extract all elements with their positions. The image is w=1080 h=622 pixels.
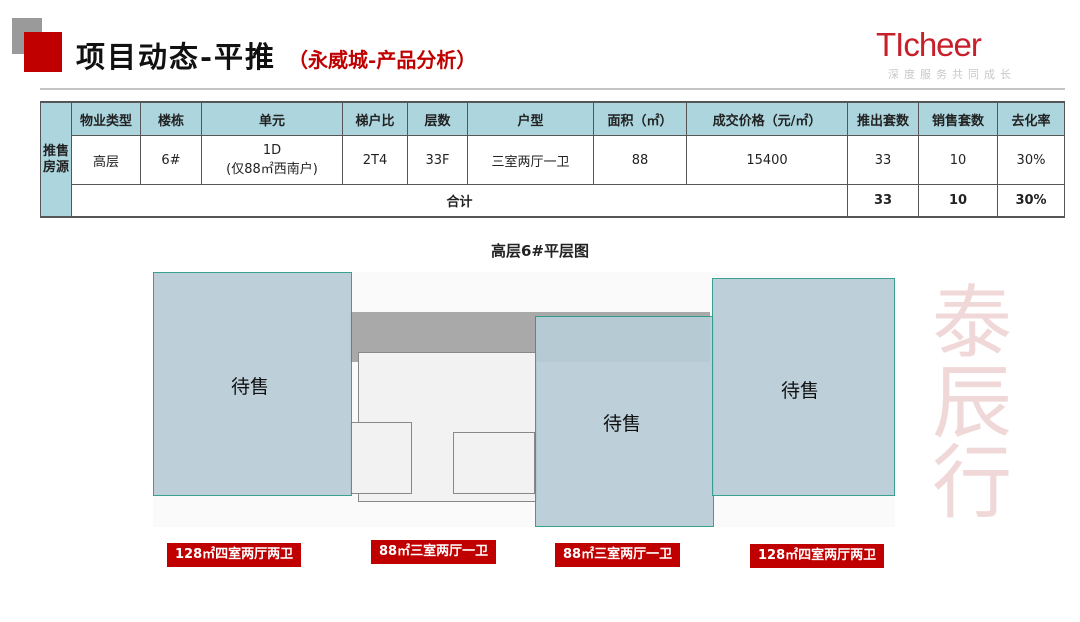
floor-plan: 待售 待售 待售 <box>153 272 895 527</box>
col-header: 单元 <box>201 101 343 136</box>
unit-tag: 88㎡三室两厅一卫 <box>371 540 497 564</box>
col-header: 物业类型 <box>71 101 141 136</box>
total-label: 合计 <box>71 184 848 218</box>
unit-128-right <box>712 278 895 496</box>
cell-floors: 33F <box>407 135 468 185</box>
watermark: 泰辰行 <box>919 280 1012 520</box>
unit-note: (仅88㎡西南户) <box>226 162 318 177</box>
divider <box>40 88 1065 90</box>
unit-value: 1D <box>262 143 282 158</box>
side-label: 推售房源 <box>40 101 72 218</box>
cell-price: 15400 <box>686 135 848 185</box>
title-bar: 项目动态-平推 （永威城-产品分析） <box>76 34 476 76</box>
cell-rate: 30% <box>997 135 1065 185</box>
cell-sold: 10 <box>918 135 998 185</box>
col-header: 去化率 <box>997 101 1065 136</box>
unit-tag: 128㎡四室两厅两卫 <box>750 544 885 568</box>
cell-ratio: 2T4 <box>342 135 408 185</box>
page-subtitle: （永威城-产品分析） <box>288 48 477 72</box>
col-header: 户型 <box>467 101 594 136</box>
cell-layout: 三室两厅一卫 <box>467 135 594 185</box>
logo: TIcheer <box>876 26 982 63</box>
total-rate: 30% <box>997 184 1065 218</box>
unit-tag: 88㎡三室两厅一卫 <box>555 543 681 567</box>
col-header: 推出套数 <box>847 101 919 136</box>
col-header: 梯户比 <box>342 101 408 136</box>
unit-tag: 128㎡四室两厅两卫 <box>167 543 302 567</box>
total-row: 合计 33 10 30% <box>41 184 1065 218</box>
logo-slogan: 深度服务共同成长 <box>888 68 1016 81</box>
status-label: 待售 <box>781 380 820 402</box>
cell-launched: 33 <box>847 135 919 185</box>
unit-128-left <box>153 272 352 496</box>
page-title: 项目动态-平推 <box>76 40 277 74</box>
sales-table: 推售房源 物业类型 楼栋 单元 梯户比 层数 户型 面积（㎡） 成交价格（元/㎡… <box>40 101 1065 218</box>
cell-unit: 1D (仅88㎡西南户) <box>201 135 343 185</box>
col-header: 面积（㎡） <box>593 101 687 136</box>
cell-area: 88 <box>593 135 687 185</box>
table-row: 高层 6# 1D (仅88㎡西南户) 2T4 33F 三室两厅一卫 88 1540… <box>41 135 1065 185</box>
room <box>453 432 535 494</box>
status-label: 待售 <box>603 413 642 435</box>
room <box>350 422 412 494</box>
total-launched: 33 <box>847 184 919 218</box>
col-header: 楼栋 <box>140 101 202 136</box>
col-header: 层数 <box>407 101 468 136</box>
decor-red-block <box>24 32 62 72</box>
col-header: 销售套数 <box>918 101 998 136</box>
status-label: 待售 <box>231 376 270 398</box>
cell-building: 6# <box>140 135 202 185</box>
cell-type: 高层 <box>71 135 141 185</box>
plan-title: 高层6#平层图 <box>490 242 589 260</box>
col-header: 成交价格（元/㎡） <box>686 101 848 136</box>
total-sold: 10 <box>918 184 998 218</box>
